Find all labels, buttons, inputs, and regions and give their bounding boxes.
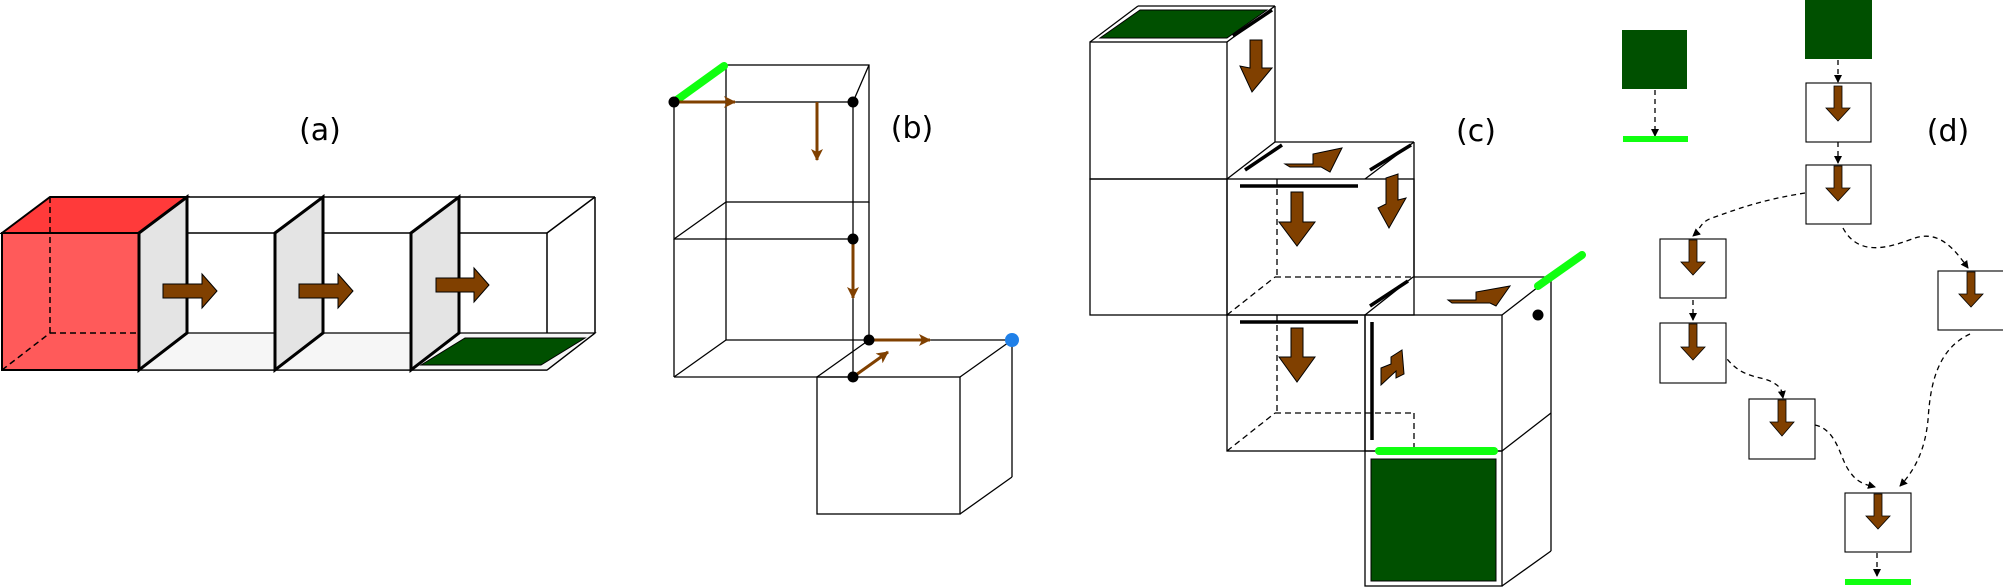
up-right-arrow-icon [1380, 349, 1405, 387]
green-square [1622, 30, 1687, 89]
green-floor-tile [419, 337, 587, 366]
path-node [668, 96, 680, 108]
tree-node [1659, 322, 1727, 384]
tree-node [1805, 82, 1872, 143]
tree-node [1844, 492, 1912, 553]
right-arrow-icon [298, 272, 354, 310]
panel-b: (b) [668, 62, 1019, 515]
path-node [1532, 309, 1544, 321]
tree-node [1805, 164, 1872, 225]
right-arrow-icon [435, 266, 490, 304]
panel-c-label: (c) [1456, 114, 1496, 149]
cube-stack [1089, 5, 1552, 587]
green-edge [670, 62, 728, 106]
panel-d: (d) [1622, 0, 2003, 585]
tree-node [1659, 238, 1727, 299]
green-top-tile [1098, 9, 1269, 39]
path-node [863, 334, 875, 346]
down-arrow-icon [1239, 39, 1274, 93]
down-arrow-icon [1377, 173, 1408, 230]
goal-node [1005, 333, 1019, 347]
panel-a-label: (a) [299, 113, 341, 148]
green-edge [1534, 251, 1586, 290]
panel-d-label: (d) [1927, 114, 1969, 149]
panel-b-label: (b) [891, 111, 933, 146]
gray-wall-3 [409, 194, 461, 374]
tree-node [1748, 398, 1816, 460]
green-front-tile [1370, 458, 1497, 582]
path-node [847, 371, 859, 383]
path-arrow-diagonal [852, 350, 889, 379]
right-arrow-icon [1283, 147, 1343, 173]
red-cube [0, 196, 190, 371]
wire-cubes [673, 64, 1013, 515]
right-arrow-icon [162, 272, 218, 310]
right-arrow-icon [1446, 285, 1512, 307]
path-node [847, 96, 859, 108]
wall-edges [1232, 8, 1412, 440]
green-square [1805, 0, 1872, 59]
tree-connectors [1689, 60, 1971, 577]
path-node [847, 233, 859, 245]
tree-node [1937, 270, 2003, 331]
down-arrow-icon [1278, 327, 1316, 383]
panel-a: (a) [0, 113, 597, 374]
down-arrow-icon [1278, 191, 1316, 247]
panel-c: (c) [1089, 5, 1586, 587]
